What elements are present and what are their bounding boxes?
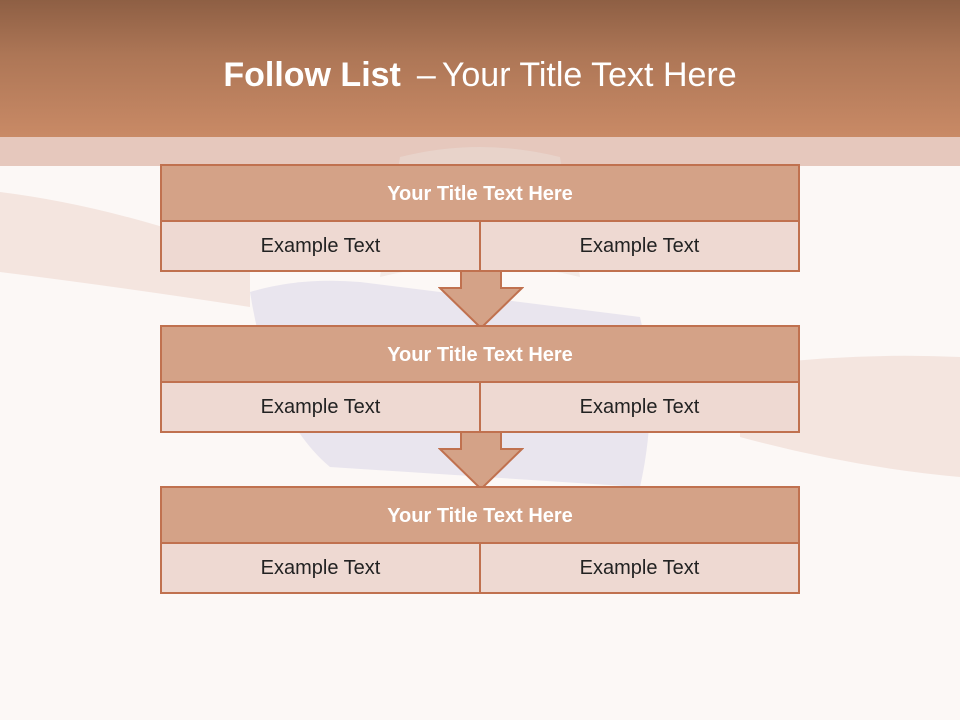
step-row: Example Text Example Text <box>162 222 798 270</box>
title-rest: Your Title Text Here <box>441 56 737 94</box>
step-title: Your Title Text Here <box>162 488 798 544</box>
step-row: Example Text Example Text <box>162 383 798 431</box>
step-row: Example Text Example Text <box>162 544 798 592</box>
step-box-3: Your Title Text Here Example Text Exampl… <box>160 486 800 594</box>
step-cell-left: Example Text <box>162 383 479 431</box>
header-band <box>0 0 960 137</box>
step-cell-right: Example Text <box>479 222 798 270</box>
slide-title: Follow List–Your Title Text Here <box>0 52 960 98</box>
step-cell-left: Example Text <box>162 222 479 270</box>
step-cell-left: Example Text <box>162 544 479 592</box>
step-cell-right: Example Text <box>479 383 798 431</box>
step-cell-right: Example Text <box>479 544 798 592</box>
step-title: Your Title Text Here <box>162 166 798 222</box>
title-separator: – <box>416 56 436 94</box>
step-box-1: Your Title Text Here Example Text Exampl… <box>160 164 800 272</box>
step-title: Your Title Text Here <box>162 327 798 383</box>
down-arrow-icon <box>438 270 524 330</box>
step-box-2: Your Title Text Here Example Text Exampl… <box>160 325 800 433</box>
title-bold: Follow List <box>223 56 401 94</box>
down-arrow-icon <box>438 431 524 491</box>
